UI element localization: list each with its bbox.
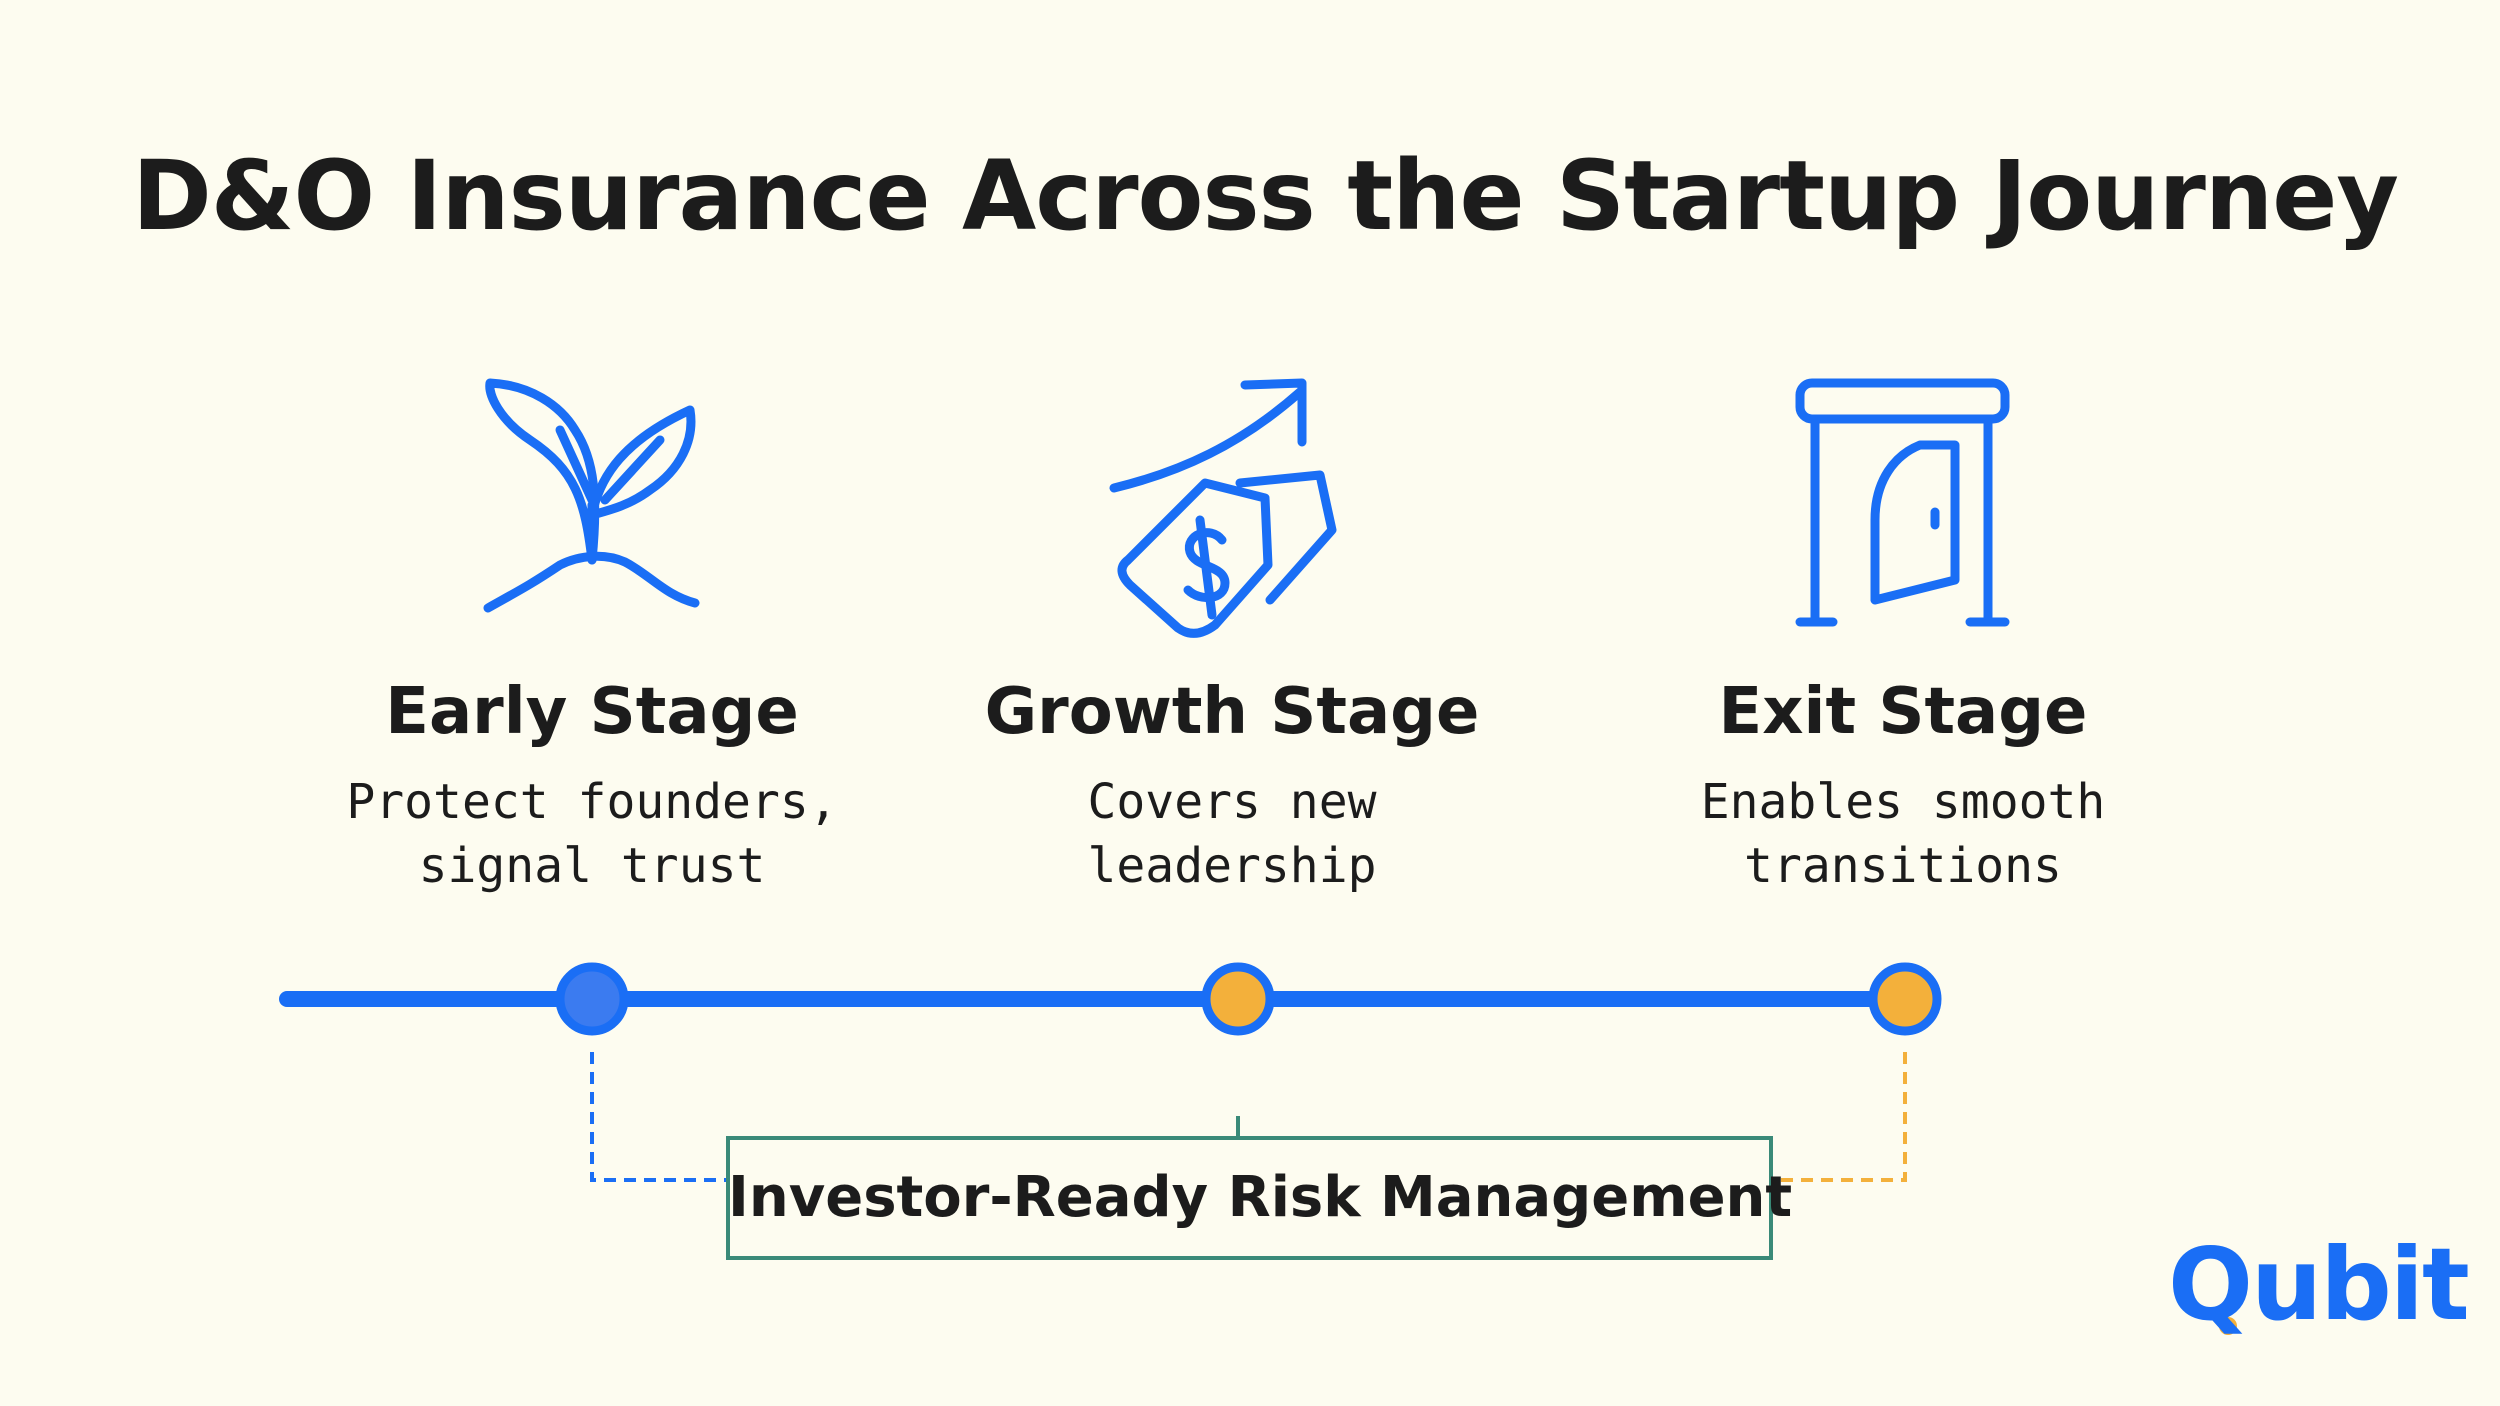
- sprout-icon: [483, 378, 700, 613]
- stage-description-line: signal trust: [418, 838, 766, 894]
- summary-box: [726, 1136, 1773, 1260]
- stage-title-exit: Exit Stage: [1718, 675, 2088, 749]
- stage-description-early: Protect founders, signal trust: [192, 770, 992, 898]
- stage-description-exit: Enables smooth transitions: [1503, 770, 2303, 898]
- timeline-marker-exit: [1868, 962, 1942, 1036]
- timeline-marker-growth: [1201, 962, 1275, 1036]
- stage-description-line: transitions: [1744, 838, 2062, 894]
- qubit-logo: Qubit: [2168, 1226, 2470, 1343]
- stage-description-line: Enables smooth: [1700, 774, 2106, 830]
- stage-description-line: Covers new: [1087, 774, 1377, 830]
- connector-early: [590, 1052, 728, 1182]
- page-title: D&O Insurance Across the Startup Journey: [132, 140, 2399, 252]
- summary-box-label: Investor-Ready Risk Management: [728, 1165, 1793, 1230]
- stage-description-growth: Covers new leadership: [832, 770, 1632, 898]
- stage-description-line: leadership: [1087, 838, 1377, 894]
- stage-description-line: Protect founders,: [346, 774, 838, 830]
- connector-exit: [1771, 1052, 1907, 1182]
- door-exit-icon: [1795, 378, 2010, 627]
- stage-title-growth: Growth Stage: [984, 675, 1480, 749]
- price-tag-growth-icon: [1109, 378, 1337, 638]
- stage-title-early: Early Stage: [385, 675, 799, 749]
- timeline-marker-early: [555, 962, 629, 1036]
- logo-accent-dot: [2219, 1317, 2237, 1335]
